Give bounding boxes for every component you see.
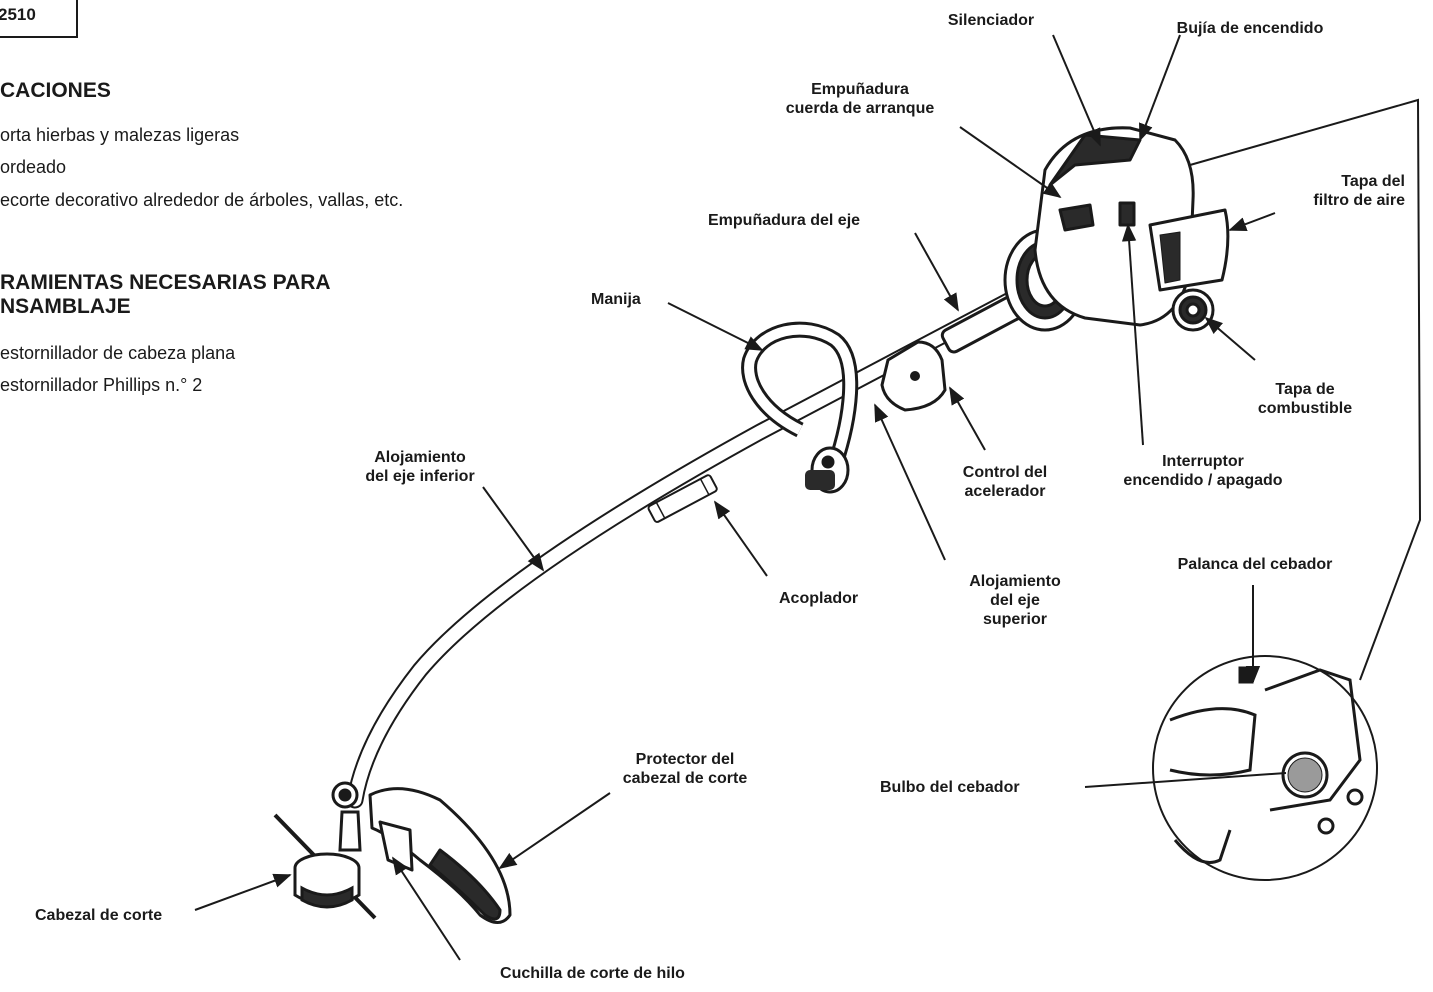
leader-empunadura-cuerda bbox=[960, 127, 1060, 197]
label-alojamiento-inferior: Alojamiento del eje inferior bbox=[335, 448, 505, 486]
label-palanca-cebador: Palanca del cebador bbox=[1140, 555, 1370, 574]
leader-empunadura-eje bbox=[915, 233, 958, 310]
leader-bujia bbox=[1140, 35, 1180, 140]
label-cabezal-corte: Cabezal de corte bbox=[35, 906, 195, 925]
label-control-acelerador: Control del acelerador bbox=[940, 463, 1070, 501]
leader-control-acelerador bbox=[950, 388, 985, 450]
engine-drawing bbox=[1005, 128, 1228, 330]
leader-alojamiento-superior bbox=[875, 405, 945, 560]
leader-silenciador bbox=[1053, 35, 1100, 145]
label-alojamiento-superior: Alojamiento del eje superior bbox=[955, 572, 1075, 629]
leader-protector bbox=[500, 793, 610, 868]
label-acoplador: Acoplador bbox=[779, 589, 899, 608]
label-cuchilla: Cuchilla de corte de hilo bbox=[455, 964, 730, 983]
leader-alojamiento-inferior bbox=[483, 487, 543, 570]
leader-tapa-filtro bbox=[1230, 213, 1275, 230]
label-bujia: Bujía de encendido bbox=[1165, 19, 1335, 38]
leader-manija bbox=[668, 303, 762, 350]
label-empunadura-cuerda: Empuñadura cuerda de arranque bbox=[750, 80, 970, 118]
label-manija: Manija bbox=[591, 290, 671, 309]
leader-acoplador bbox=[715, 502, 767, 576]
label-interruptor: Interruptor encendido / apagado bbox=[1088, 452, 1318, 490]
label-silenciador: Silenciador bbox=[921, 11, 1061, 30]
throttle-drawing bbox=[882, 342, 945, 410]
cutting-head-drawing bbox=[275, 812, 375, 918]
label-tapa-combustible: Tapa de combustible bbox=[1240, 380, 1370, 418]
label-bulbo-cebador: Bulbo del cebador bbox=[880, 778, 1080, 797]
leader-cabezal-corte bbox=[195, 875, 290, 910]
leader-tapa-combustible bbox=[1206, 318, 1255, 360]
label-protector: Protector del cabezal de corte bbox=[590, 750, 780, 788]
label-empunadura-eje: Empuñadura del eje bbox=[708, 211, 928, 230]
label-tapa-filtro: Tapa del filtro de aire bbox=[1255, 172, 1405, 210]
